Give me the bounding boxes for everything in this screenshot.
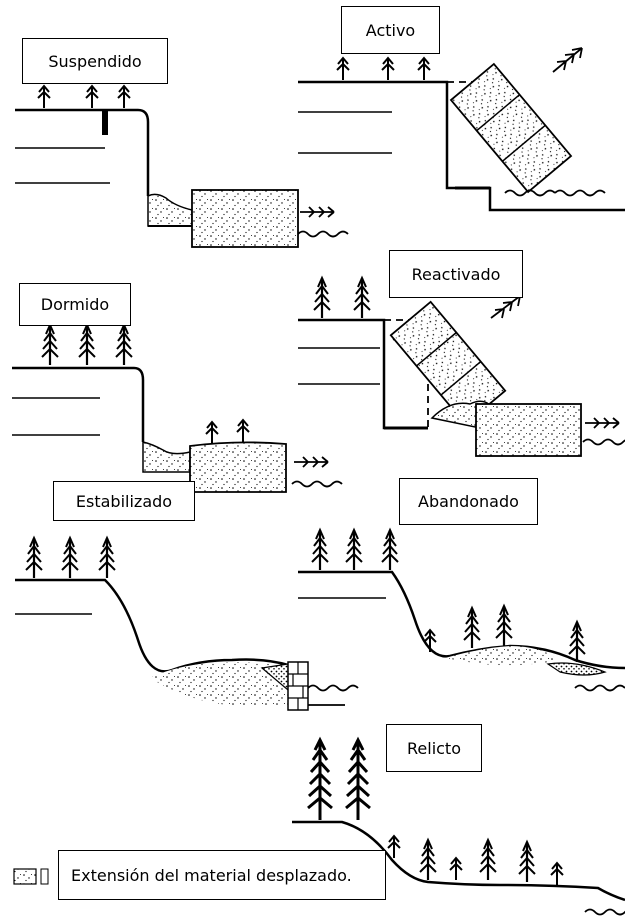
panel-abandonado [298,528,625,692]
label-estabilizado: Estabilizado [53,481,195,521]
label-abandonado: Abandonado [399,478,538,525]
label-suspendido: Suspendido [22,38,168,84]
panel-activo [298,47,625,212]
label-activo: Activo [341,6,440,54]
panel-reactivado [298,276,625,457]
legend-text: Extensión del material desplazado. [58,850,386,900]
label-relicto: Relicto [386,724,482,772]
retaining-wall [287,661,309,711]
label-dormido: Dormido [19,283,131,326]
label-reactivado: Reactivado [389,250,523,298]
panel-dormido [12,323,343,493]
panel-suspendido [15,85,349,248]
panel-estabilizado [15,536,359,711]
panel-relicto [292,738,625,916]
legend-swatch [13,868,49,885]
